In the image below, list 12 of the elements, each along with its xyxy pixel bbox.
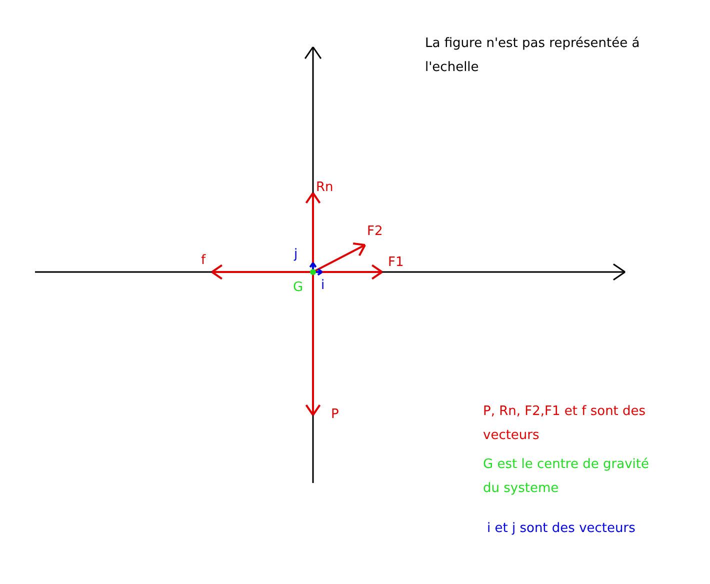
force-label: P bbox=[331, 406, 339, 424]
note-text: i et j sont des vecteurs bbox=[487, 520, 636, 538]
note-text: P, Rn, F2,F1 et f sont des vecteurs bbox=[483, 403, 647, 445]
note-text: G est le centre de gravité du systeme bbox=[483, 456, 650, 498]
vector-label: j bbox=[294, 246, 298, 264]
force-label: Rn bbox=[316, 179, 334, 197]
vector-label: i bbox=[321, 277, 325, 295]
point-label: G bbox=[293, 279, 304, 297]
force-label: f bbox=[201, 252, 206, 270]
force-label: F1 bbox=[388, 254, 404, 272]
note-text: La figure n'est pas représentée á l'echelle bbox=[425, 35, 641, 77]
force-label: F2 bbox=[367, 223, 383, 241]
